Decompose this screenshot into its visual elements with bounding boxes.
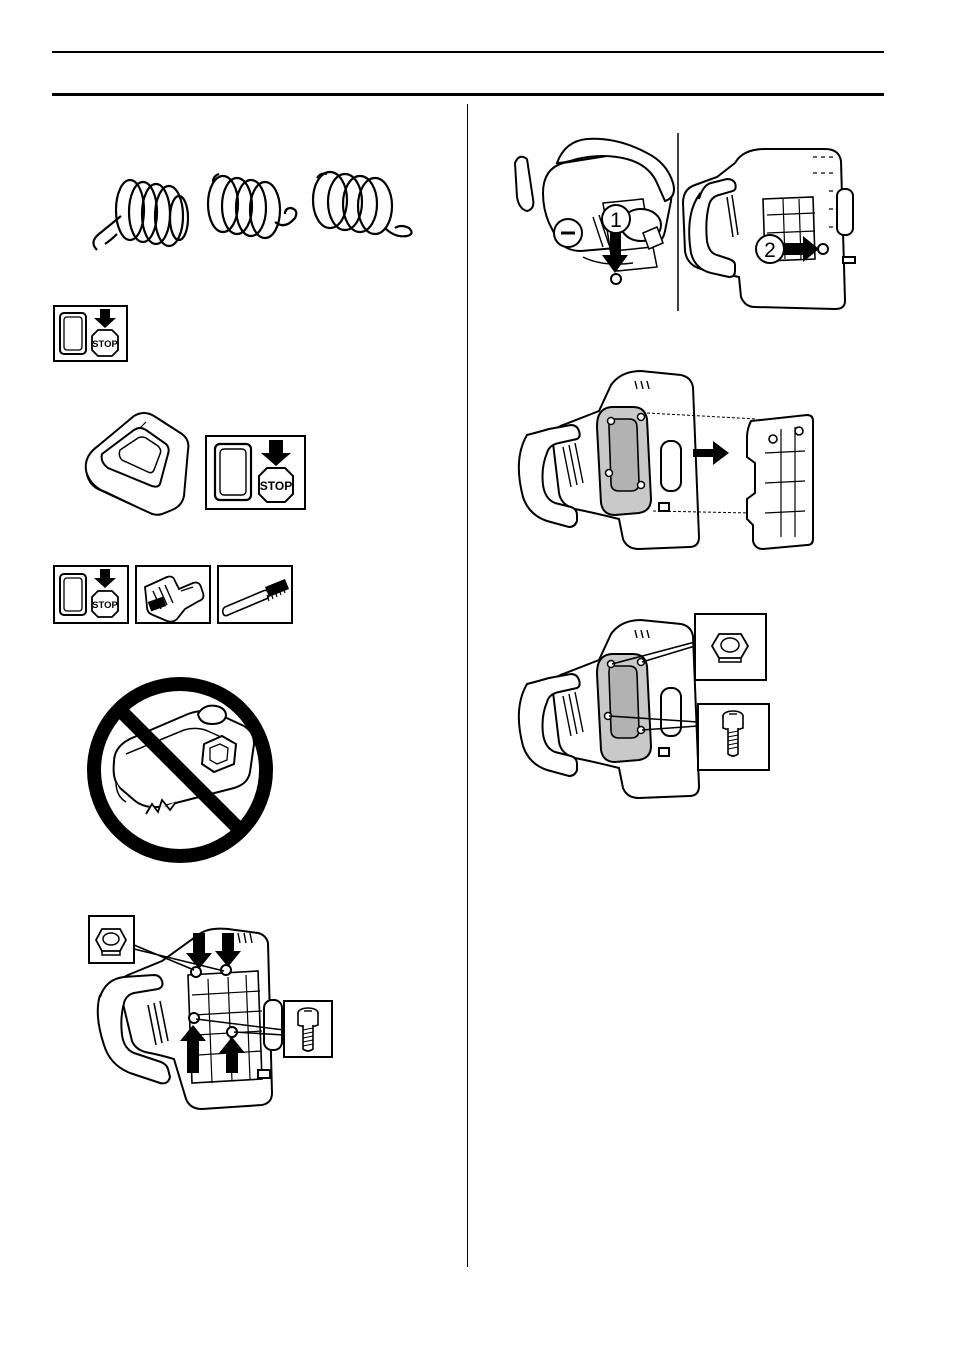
stop-switch-symbol-large: STOP (205, 435, 306, 510)
spring-1 (93, 180, 188, 250)
protective-glove-icon (136, 566, 210, 623)
muffler (597, 407, 651, 515)
prohibited-damaged-muffler-icon (86, 676, 274, 864)
maintenance-symbols-row: STOP (53, 565, 293, 624)
nut-icon (89, 916, 134, 963)
spring-3 (313, 172, 412, 236)
muffler-mounting-illustration (515, 612, 771, 802)
remove-cover-steps-illustration: 1 2 (513, 133, 858, 311)
muffler-fasteners-illustration (88, 915, 333, 1120)
step-2-number: 2 (764, 239, 776, 262)
header-rule-top (52, 51, 884, 53)
nut-icon (695, 614, 766, 680)
damper-springs-illustration (85, 160, 420, 260)
cover-removed-illustration (515, 363, 815, 558)
stop-switch-button-illustration (80, 410, 190, 515)
muffler (597, 654, 651, 762)
stop-switch-symbol: STOP (53, 305, 128, 362)
stop-label: STOP (260, 479, 292, 493)
stop-label: STOP (92, 600, 118, 611)
header-rule-bottom (52, 93, 884, 96)
spring-2 (208, 174, 296, 238)
screw-icon (698, 704, 769, 770)
stop-switch-icon: STOP (54, 566, 128, 623)
column-divider (467, 104, 468, 1267)
cleaning-brush-icon (218, 566, 292, 623)
arrow-right (693, 441, 729, 465)
stop-label: STOP (92, 339, 118, 350)
screw-icon (284, 1001, 332, 1057)
step-1-number: 1 (610, 209, 622, 232)
